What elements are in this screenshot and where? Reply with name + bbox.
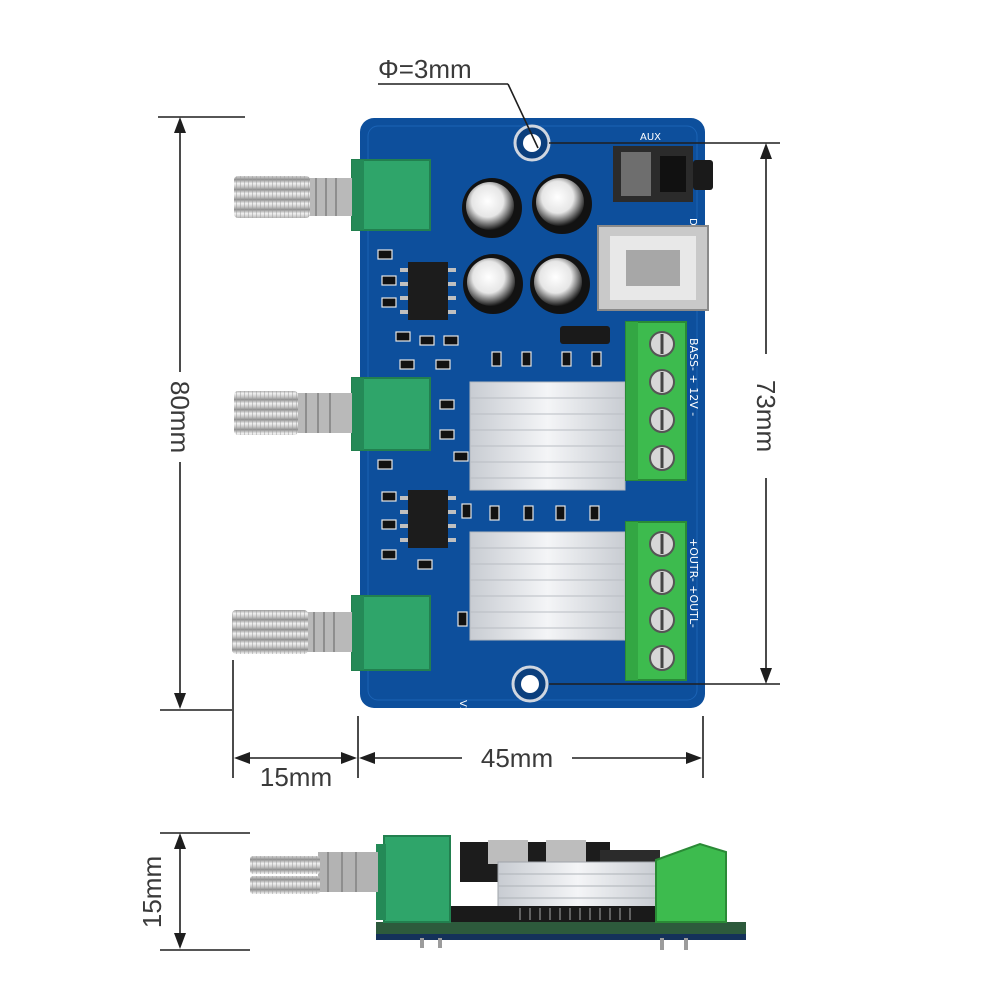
potentiometer-middle bbox=[234, 377, 431, 451]
heatsink bbox=[469, 381, 626, 491]
dimension-lines bbox=[158, 83, 780, 951]
hole-span-label: 73mm bbox=[751, 380, 781, 452]
capacitor bbox=[530, 254, 590, 314]
mounting-hole-top bbox=[513, 124, 551, 162]
power-terminal-block bbox=[625, 321, 687, 481]
output-terminal-label: +OUTR- +OUTL- bbox=[687, 538, 700, 628]
hole-diameter-label: Φ=3mm bbox=[378, 54, 472, 84]
power-terminal-label: BASS- + 12V - bbox=[687, 338, 700, 416]
side-view bbox=[250, 835, 746, 950]
capacitor bbox=[462, 178, 522, 238]
board-height-label: 80mm bbox=[165, 381, 195, 453]
capacitor bbox=[532, 174, 592, 234]
smd-components bbox=[377, 249, 602, 627]
aux-jack bbox=[613, 146, 713, 202]
version-label: V2 bbox=[457, 700, 468, 713]
board-width-label: 45mm bbox=[481, 743, 553, 773]
mounting-hole-bottom bbox=[511, 665, 549, 703]
knob-length-label: 15mm bbox=[260, 762, 332, 792]
dc-jack bbox=[597, 225, 709, 311]
capacitor bbox=[463, 254, 523, 314]
opamp-chip bbox=[400, 262, 456, 320]
heatsink bbox=[469, 531, 626, 641]
jumper bbox=[560, 326, 610, 344]
aux-label: AUX bbox=[640, 132, 661, 143]
dimension-arrows bbox=[174, 117, 772, 949]
side-height-label: 15mm bbox=[137, 856, 167, 928]
opamp-chip bbox=[400, 490, 456, 548]
output-terminal-block bbox=[625, 521, 687, 681]
potentiometer-top bbox=[234, 159, 431, 231]
potentiometer-bottom bbox=[232, 595, 431, 671]
